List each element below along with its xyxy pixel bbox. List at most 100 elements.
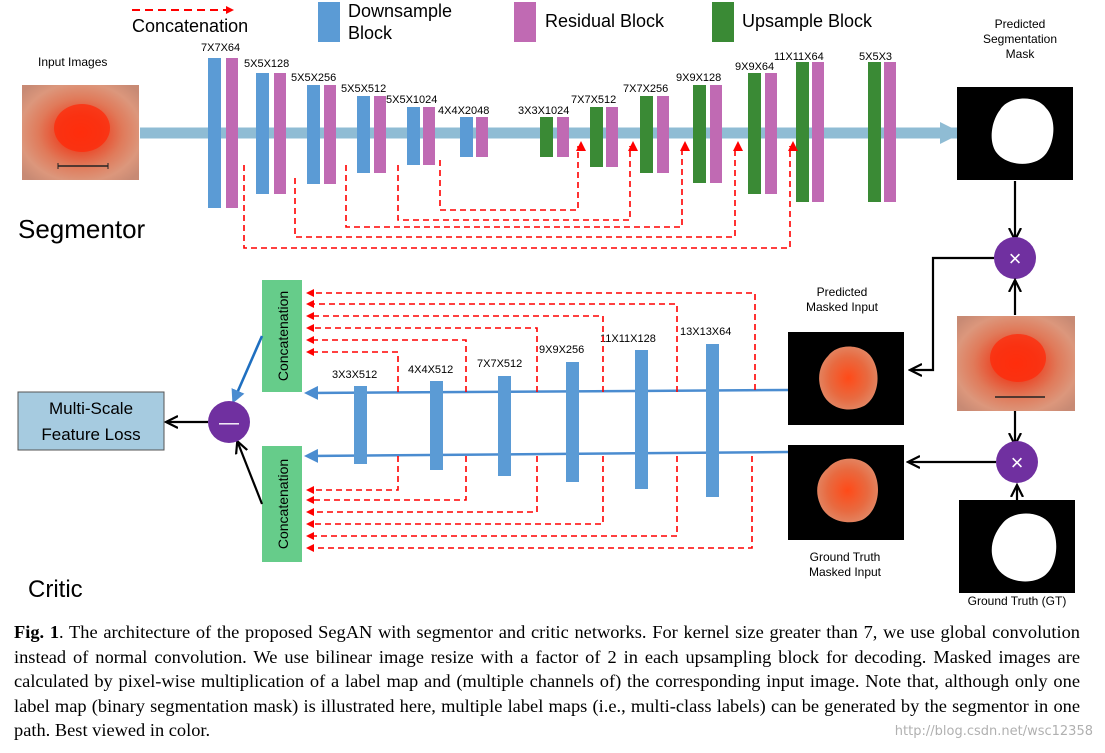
- legend-upsample-swatch: [712, 2, 734, 42]
- pred-masked-label-2: Masked Input: [806, 300, 879, 314]
- concat-to-loss-arrow: [238, 443, 264, 505]
- skip-connection: [306, 456, 538, 516]
- seg-layer-label: 9X9X64: [735, 61, 774, 73]
- critic-block-5: [635, 350, 648, 489]
- pred-mask-label-2: Segmentation: [983, 32, 1057, 46]
- legend-upsample-label: Upsample Block: [742, 11, 873, 31]
- seg-block-9-res: [657, 96, 669, 173]
- seg-skip-connections: [243, 141, 798, 249]
- segmentor: Input Images: [18, 17, 1073, 249]
- gt-masked-label-2: Masked Input: [809, 565, 882, 579]
- critic-skip-top: [306, 289, 756, 392]
- seg-block-2-res: [274, 73, 286, 194]
- skip-connection: [306, 456, 753, 552]
- ground-truth-image: [959, 500, 1075, 593]
- feature-loss-label-2: Feature Loss: [41, 425, 140, 444]
- skip-connection: [397, 141, 638, 221]
- seg-block-1-res: [226, 58, 238, 208]
- seg-layer-label: 11X11X64: [774, 51, 824, 63]
- seg-block-5-res: [423, 107, 435, 165]
- seg-block-11-res: [765, 73, 777, 194]
- seg-layer-label: 5X5X256: [291, 72, 336, 84]
- multiply-symbol: ×: [1011, 450, 1024, 475]
- seg-layer-label: 7X7X256: [623, 83, 668, 95]
- subtract-symbol: —: [219, 412, 239, 434]
- critic: Predicted Masked Input Ground Truth Mask…: [17, 280, 904, 603]
- figure-caption: Fig. 1. The architecture of the proposed…: [14, 620, 1080, 743]
- legend-concat-label: Concatenation: [132, 16, 248, 36]
- input-image: [22, 85, 139, 180]
- seg-block-10-res: [710, 85, 722, 183]
- critic-title: Critic: [28, 576, 83, 603]
- critic-block-2: [430, 381, 443, 470]
- skip-connection: [306, 300, 678, 392]
- critic-block-3: [498, 376, 511, 476]
- critic-layer-label: 13X13X64: [680, 326, 731, 338]
- pred-mask-label-3: Mask: [1006, 47, 1036, 61]
- seg-layer-label: 5X5X3: [859, 51, 892, 63]
- legend-downsample-swatch: [318, 2, 340, 42]
- seg-block-12-up: [796, 62, 809, 202]
- concat-box-bottom: [262, 446, 302, 562]
- multiply-operator-bottom: [996, 441, 1038, 483]
- seg-block-10-up: [693, 85, 706, 183]
- seg-block-8-res: [606, 107, 618, 167]
- concat-label-bottom: Concatenation: [275, 459, 291, 549]
- gt-label: Ground Truth (GT): [968, 594, 1067, 608]
- seg-block-13-up: [868, 62, 881, 202]
- caption-text: . The architecture of the proposed SegAN…: [14, 622, 1080, 741]
- masking-flow: × × Ground Truth (GT): [910, 181, 1075, 608]
- legend-downsample-label-1: Downsample: [348, 1, 452, 21]
- critic-block-4: [566, 362, 579, 482]
- seg-layer-label: 5X5X128: [244, 58, 289, 70]
- skip-connection: [306, 289, 756, 390]
- predicted-mask-image: [957, 87, 1073, 180]
- seg-layer-label: 3X3X1024: [518, 105, 569, 117]
- concat-label-top: Concatenation: [275, 291, 291, 381]
- feature-loss-box: [17, 391, 165, 451]
- seg-layer-label: 4X4X2048: [438, 105, 489, 117]
- pred-mask-label-1: Predicted: [995, 17, 1046, 31]
- seg-block-4-down: [357, 96, 370, 173]
- input-image-copy: [957, 316, 1075, 411]
- seg-block-1-down: [208, 58, 221, 208]
- legend-residual-label: Residual Block: [545, 11, 665, 31]
- skip-connection: [306, 312, 604, 392]
- gt-masked-label-1: Ground Truth: [810, 550, 881, 564]
- seg-layer-label: 7X7X64: [201, 42, 240, 54]
- seg-block-7-up: [540, 117, 553, 157]
- critic-block-6: [706, 344, 719, 497]
- legend-downsample-label-2: Block: [348, 23, 393, 43]
- seg-layer-label: 5X5X512: [341, 83, 386, 95]
- seg-block-2-down: [256, 73, 269, 194]
- skip-connection: [306, 456, 604, 528]
- skip-connection: [306, 456, 678, 540]
- figure-label: Fig. 1: [14, 622, 60, 642]
- critic-layer-label: 7X7X512: [477, 358, 522, 370]
- skip-connection: [306, 324, 538, 392]
- seg-block-12-res: [812, 62, 824, 202]
- skip-connection: [306, 336, 467, 392]
- main-flow-arrow-head: [940, 122, 962, 144]
- critic-layer-label: 4X4X512: [408, 364, 453, 376]
- seg-block-3-down: [307, 85, 320, 184]
- feature-loss-label-1: Multi-Scale: [49, 399, 133, 418]
- watermark: http://blog.csdn.net/wsc12358: [894, 724, 1093, 739]
- segmentor-title: Segmentor: [18, 214, 146, 244]
- skip-connection: [439, 141, 586, 211]
- subtract-operator: [208, 401, 250, 443]
- seg-block-3-res: [324, 85, 336, 184]
- skip-connection: [306, 456, 467, 504]
- concat-to-loss-arrow: [231, 335, 264, 404]
- seg-block-6-down: [460, 117, 473, 157]
- seg-block-7-res: [557, 117, 569, 157]
- concat-box-top: [262, 280, 302, 392]
- critic-block-1: [354, 386, 367, 464]
- seg-block-4-res: [374, 96, 386, 173]
- critic-layer-label: 3X3X512: [332, 369, 377, 381]
- critic-layer-label: 9X9X256: [539, 344, 584, 356]
- seg-block-6-res: [476, 117, 488, 157]
- legend-residual-swatch: [514, 2, 536, 42]
- critic-skip-bottom: [306, 456, 753, 552]
- skip-connection: [306, 456, 399, 494]
